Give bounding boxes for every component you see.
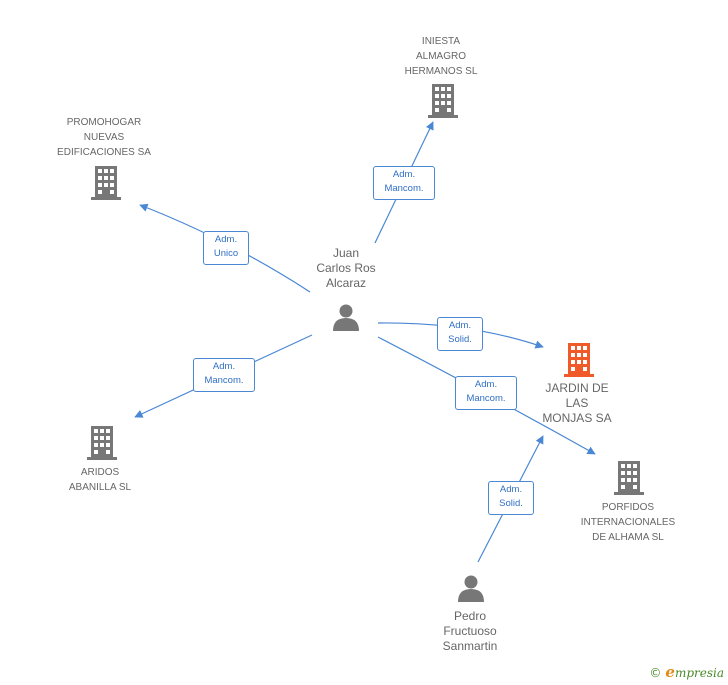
edge-label-juan-jardin: Adm. Solid. bbox=[437, 317, 483, 351]
empresia-watermark: ©empresia bbox=[649, 663, 724, 681]
building-icon[interactable] bbox=[87, 426, 117, 460]
edge-label-juan-porfidos: Adm. Mancom. bbox=[455, 376, 517, 410]
node-label-juan[interactable]: Juan Carlos Ros Alcaraz bbox=[316, 246, 376, 290]
copyright-icon: © bbox=[649, 666, 662, 680]
building-icon[interactable] bbox=[428, 84, 458, 118]
node-label-pedro[interactable]: Pedro Fructuoso Sanmartin bbox=[442, 609, 498, 653]
person-icon[interactable] bbox=[457, 574, 485, 602]
edge-label-juan-promohogar: Adm. Unico bbox=[203, 231, 249, 265]
node-label-aridos[interactable]: ARIDOS ABANILLA SL bbox=[68, 467, 132, 493]
brand-initial: e bbox=[665, 663, 675, 681]
edge-label-juan-iniesta: Adm. Mancom. bbox=[373, 166, 435, 200]
node-label-porfidos[interactable]: PORFIDOS INTERNACIONALES DE ALHAMA SL bbox=[580, 502, 676, 543]
brand-name: mpresia bbox=[674, 666, 724, 680]
edge-label-juan-aridos: Adm. Mancom. bbox=[193, 358, 255, 392]
edge-label-pedro-jardin: Adm. Solid. bbox=[488, 481, 534, 515]
node-label-iniesta[interactable]: INIESTA ALMAGRO HERMANOS SL bbox=[404, 36, 478, 77]
building-icon[interactable] bbox=[564, 343, 594, 377]
building-icon[interactable] bbox=[91, 166, 121, 200]
node-label-jardin[interactable]: JARDIN DE LAS MONJAS SA bbox=[542, 381, 612, 425]
node-label-promohogar[interactable]: PROMOHOGAR NUEVAS EDIFICACIONES SA bbox=[57, 117, 151, 158]
building-icon[interactable] bbox=[614, 461, 644, 495]
person-icon[interactable] bbox=[332, 303, 360, 331]
